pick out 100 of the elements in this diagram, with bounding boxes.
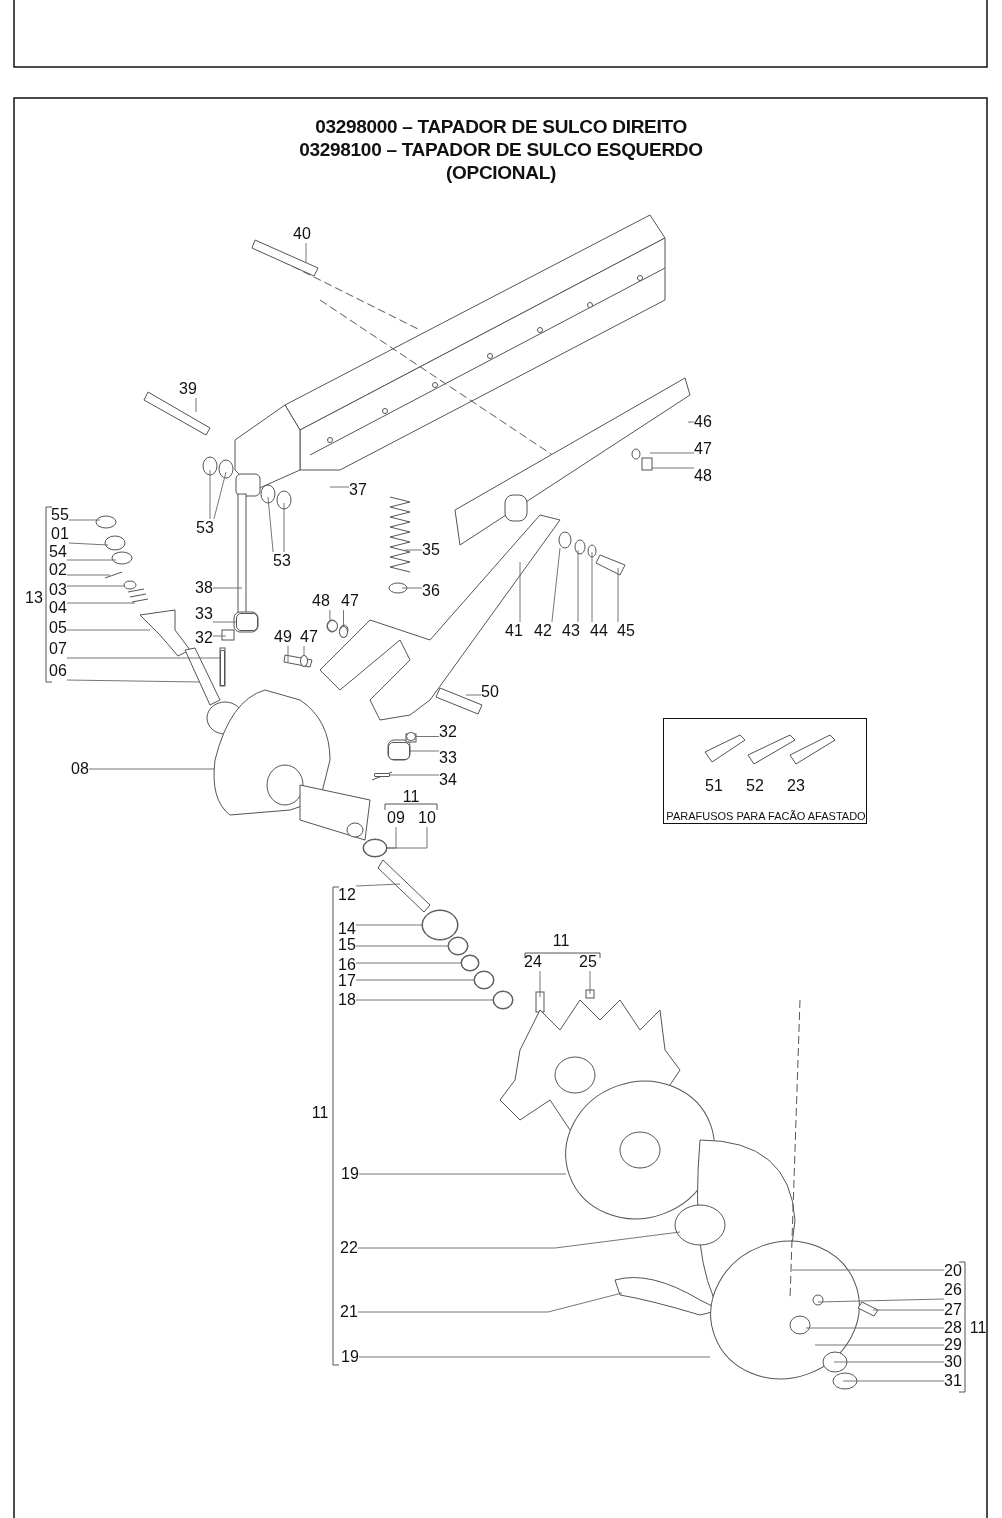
diagram-subtitle: 03298100 – TAPADOR DE SULCO ESQUERDO <box>299 138 703 161</box>
callout-number: 43 <box>562 622 580 640</box>
callout-number: 44 <box>590 622 608 640</box>
leader-line <box>386 826 428 849</box>
part-drawing <box>374 773 390 777</box>
leader-line <box>519 561 521 623</box>
callout-number: 17 <box>338 972 356 990</box>
leader-line <box>212 635 227 637</box>
callout-number: 29 <box>944 1336 962 1354</box>
callout-number: 22 <box>340 1239 358 1257</box>
leader-line <box>329 486 350 488</box>
callout-number: 05 <box>49 619 67 637</box>
leader-line <box>66 559 117 561</box>
callout-number: 35 <box>422 541 440 559</box>
diagram-subtitle: (OPCIONAL) <box>446 161 556 184</box>
callout-number: 52 <box>746 777 764 795</box>
leader-line <box>409 750 440 752</box>
part-drawing <box>461 955 479 971</box>
leader-line <box>355 945 449 947</box>
leader-line <box>358 1356 711 1358</box>
leader-line <box>687 421 695 423</box>
callout-number: 42 <box>534 622 552 640</box>
callout-number: 31 <box>944 1372 962 1390</box>
callout-number: 06 <box>49 662 67 680</box>
leader-line <box>358 1173 567 1175</box>
callout-number: 48 <box>694 467 712 485</box>
callout-number: 53 <box>273 552 291 570</box>
box-caption: PARAFUSOS PARA FACÃO AFASTADO <box>666 809 866 823</box>
callout-number: 36 <box>422 582 440 600</box>
part-drawing <box>388 742 410 760</box>
callout-number: 47 <box>694 440 712 458</box>
leader-line <box>833 1361 945 1363</box>
leader-line <box>66 679 201 683</box>
part-drawing <box>339 626 348 638</box>
group-number: 11 <box>969 1319 987 1337</box>
callout-number: 14 <box>338 920 356 938</box>
part-drawing <box>406 732 416 741</box>
callout-number: 53 <box>196 519 214 537</box>
leader-line <box>814 1344 945 1346</box>
leader-line <box>68 542 109 546</box>
callout-number: 09 <box>387 809 405 827</box>
callout-number: 02 <box>49 561 67 579</box>
leader-line <box>343 609 344 627</box>
callout-number: 41 <box>505 622 523 640</box>
callout-number: 23 <box>787 777 805 795</box>
diagram-title: 03298000 – TAPADOR DE SULCO DIREITO <box>315 115 687 138</box>
callout-number: 18 <box>338 991 356 1009</box>
callout-number: 30 <box>944 1353 962 1371</box>
leader-line <box>401 587 423 589</box>
leader-line <box>66 585 126 587</box>
callout-number: 24 <box>524 953 542 971</box>
part-drawing <box>300 655 308 667</box>
callout-number: 10 <box>418 809 436 827</box>
callout-number: 08 <box>71 760 89 778</box>
leader-line <box>539 970 541 998</box>
part-drawing <box>474 971 494 989</box>
leader-line <box>209 469 211 520</box>
callout-number: 50 <box>481 683 499 701</box>
part-drawing <box>363 839 387 857</box>
part-drawing <box>422 910 458 940</box>
callout-number: 40 <box>293 225 311 243</box>
leader-line <box>283 502 285 553</box>
part-drawing <box>448 937 468 955</box>
callout-number: 54 <box>49 543 67 561</box>
leader-line <box>591 551 593 623</box>
callout-number: 33 <box>195 605 213 623</box>
note-box <box>663 718 867 824</box>
callout-number: 32 <box>439 723 457 741</box>
leader-line <box>805 1327 945 1329</box>
leader-line <box>195 397 197 413</box>
callout-number: 33 <box>439 749 457 767</box>
leader-line <box>212 587 243 589</box>
leader-line <box>791 1269 945 1271</box>
leader-line <box>66 629 151 631</box>
leader-line <box>465 694 482 696</box>
callout-number: 49 <box>274 628 292 646</box>
leader-line <box>589 970 591 995</box>
part-drawing <box>493 991 513 1009</box>
callout-number: 03 <box>49 581 67 599</box>
group-number: 11 <box>311 1104 329 1122</box>
leader-line <box>355 962 462 964</box>
callout-number: 20 <box>944 1262 962 1280</box>
leader-line <box>303 645 305 656</box>
callout-number: 27 <box>944 1301 962 1319</box>
callout-number: 51 <box>705 777 723 795</box>
leader-line <box>66 602 136 604</box>
callout-number: 21 <box>340 1303 358 1321</box>
callout-number: 45 <box>617 622 635 640</box>
leader-line <box>355 924 423 926</box>
leader-line <box>66 574 111 576</box>
callout-number: 15 <box>338 936 356 954</box>
callout-number: 28 <box>944 1319 962 1337</box>
leader-line <box>577 549 579 623</box>
callout-number: 19 <box>341 1165 359 1183</box>
leader-line <box>287 645 289 663</box>
callout-number: 19 <box>341 1348 359 1366</box>
leader-line <box>357 1292 623 1313</box>
callout-number: 16 <box>338 956 356 974</box>
callout-number: 46 <box>694 413 712 431</box>
leader-line <box>267 496 274 553</box>
